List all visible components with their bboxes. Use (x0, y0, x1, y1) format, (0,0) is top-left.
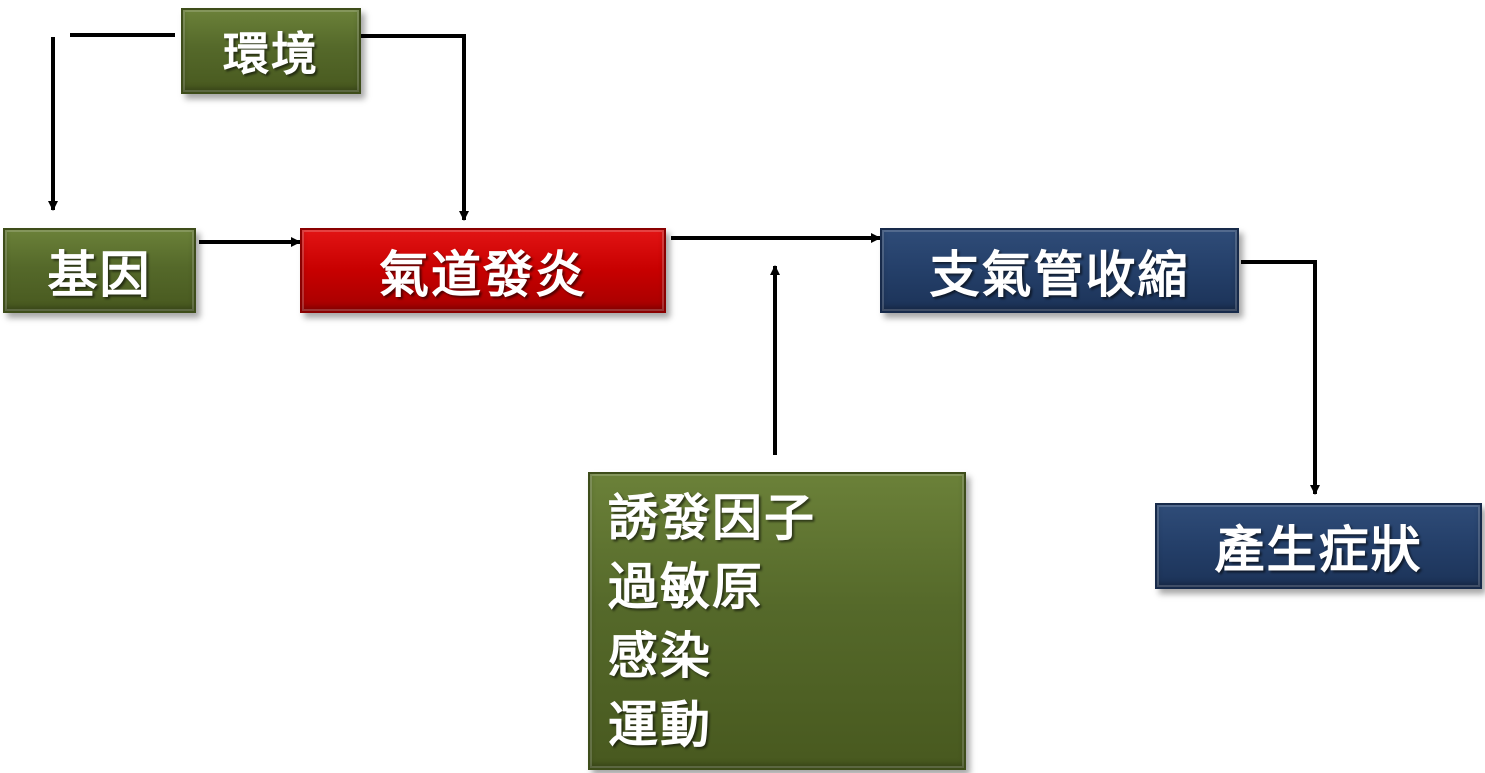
triggers-list: 誘發因子 過敏原 感染 運動 (608, 484, 964, 760)
edge-environment-to-inflammation (361, 34, 469, 221)
node-triggers: 誘發因子 過敏原 感染 運動 (588, 472, 966, 770)
node-symptoms: 產生症狀 (1155, 503, 1482, 589)
trigger-item: 過敏原 (608, 558, 764, 616)
trigger-item: 誘發因子 (608, 489, 816, 547)
node-airway-inflammation-label: 氣道發炎 (379, 245, 587, 304)
node-gene-label: 基因 (47, 245, 152, 304)
node-environment: 環境 (181, 8, 361, 94)
node-airway-inflammation: 氣道發炎 (300, 228, 666, 313)
node-gene: 基因 (3, 228, 196, 313)
edge-bronchoconstriction-to-symptoms (1241, 260, 1320, 495)
node-symptoms-label: 產生症狀 (1214, 521, 1423, 579)
trigger-item: 感染 (608, 627, 712, 685)
node-bronchoconstriction-label: 支氣管收縮 (929, 245, 1190, 304)
node-bronchoconstriction: 支氣管收縮 (880, 228, 1239, 313)
node-environment-label: 環境 (223, 27, 319, 81)
trigger-item: 運動 (608, 696, 712, 754)
